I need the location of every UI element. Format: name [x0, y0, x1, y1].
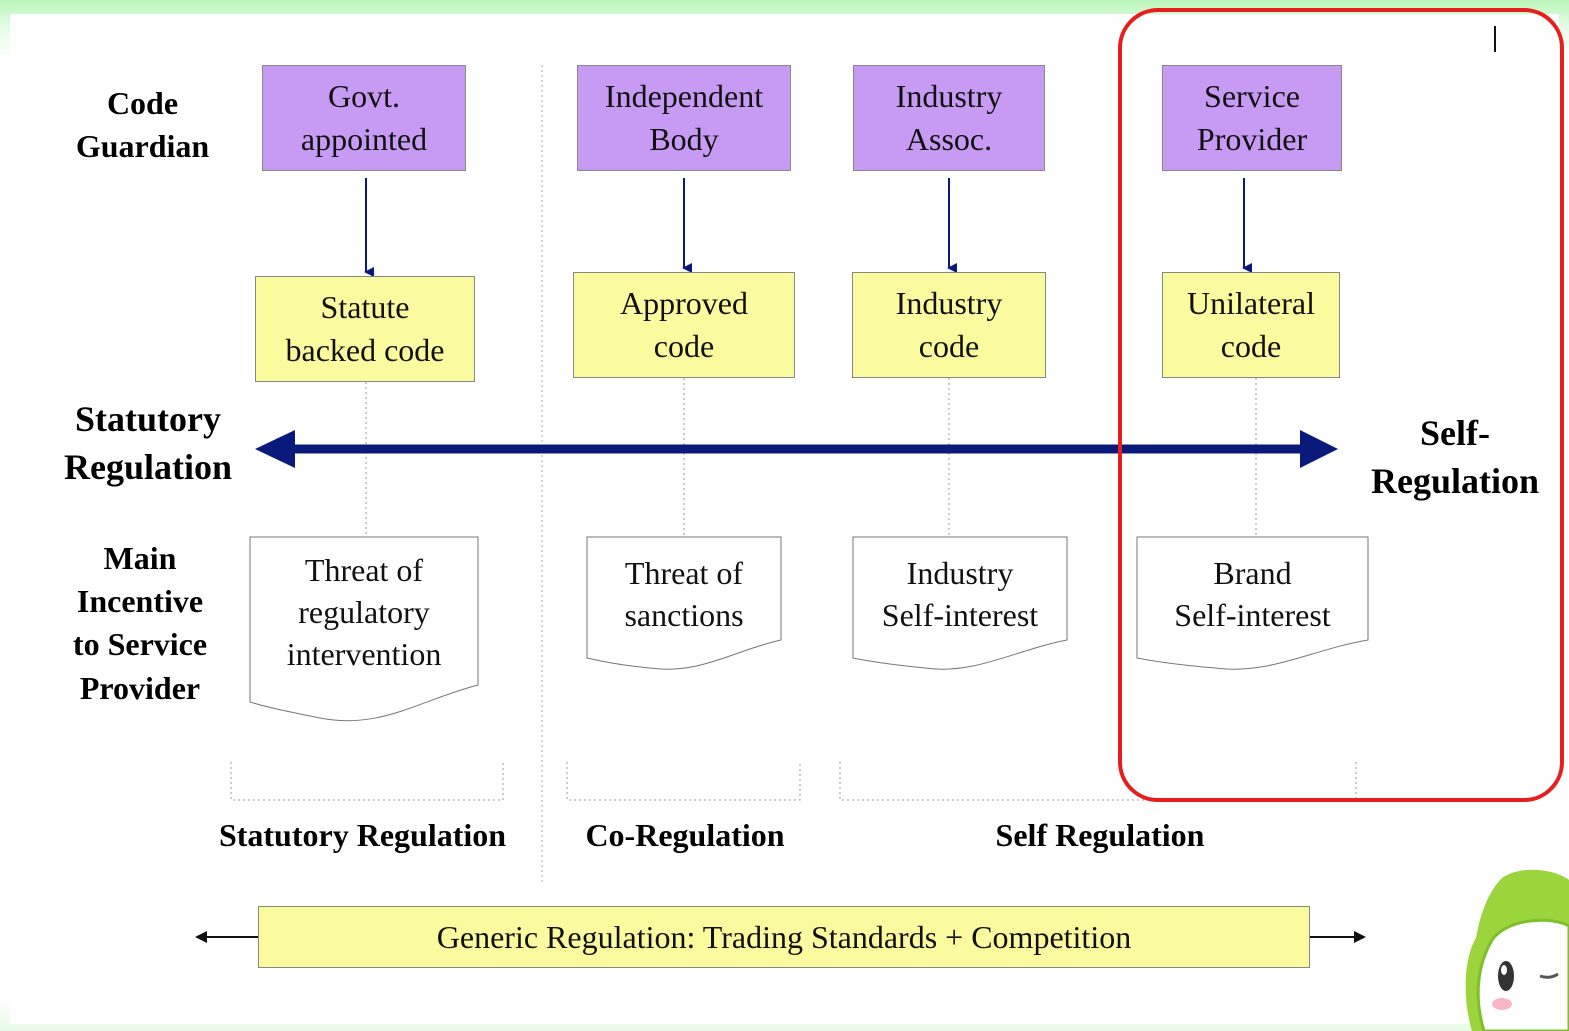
- text-cursor-mark: [1494, 26, 1496, 52]
- incentive-doc-shape: [586, 536, 782, 670]
- banner-left-arrow: [195, 931, 258, 943]
- group-bracket: [566, 762, 801, 801]
- incentive-text-sanctions: Threat of sanctions: [624, 555, 744, 634]
- generic-regulation-banner: Generic Regulation: Trading Standards + …: [258, 906, 1310, 968]
- main-incentive-label: Main Incentive to Service Provider: [72, 540, 208, 706]
- banner-right-arrow: [1310, 931, 1366, 943]
- code-guardian-label: Code Guardian: [75, 85, 210, 165]
- incentive-doc-shape: [249, 536, 479, 722]
- highlight-rounded-rectangle: [1118, 8, 1564, 802]
- statutory-regulation-label: Statutory Regulation: [63, 399, 232, 487]
- diagram-frame: [10, 14, 1559, 1024]
- guardian-box-govt-appointed: Govt.appointed: [262, 65, 466, 171]
- group-label-self: Self Regulation: [995, 817, 1205, 853]
- regulation-spectrum-arrow: [255, 430, 1338, 468]
- incentive-text-brand-self-interest: Brand Self-interest: [1174, 555, 1331, 634]
- group-bracket: [230, 762, 504, 801]
- incentive-doc-shape: [852, 536, 1068, 670]
- group-label-co-regulation: Co-Regulation: [585, 817, 785, 853]
- incentive-text-regulatory-intervention: Threat of regulatory intervention: [286, 552, 442, 673]
- mascot-icon: [1465, 869, 1569, 1031]
- self-regulation-label: Self- Regulation: [1370, 413, 1539, 501]
- incentive-text-industry-self-interest: Industry Self-interest: [881, 555, 1039, 634]
- group-bracket: [839, 762, 1357, 801]
- group-label-statutory: Statutory Regulation: [218, 817, 507, 853]
- incentive-doc-shape: [1136, 536, 1369, 670]
